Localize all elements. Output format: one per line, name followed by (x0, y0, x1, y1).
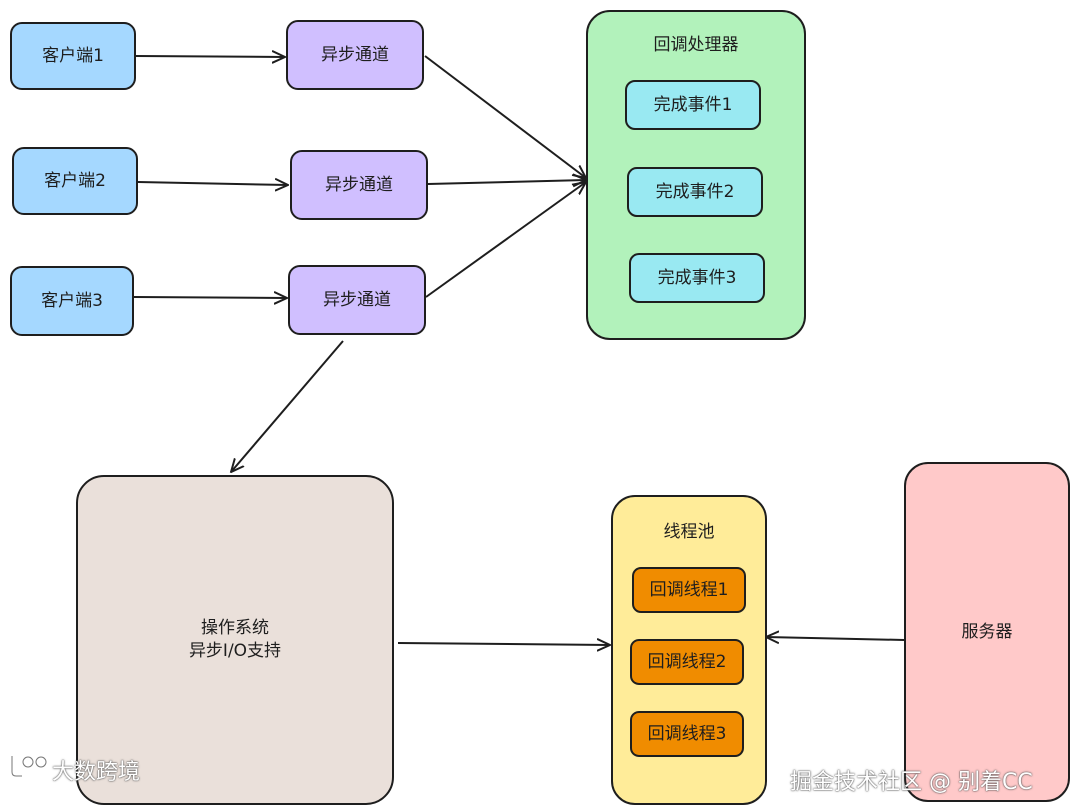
event-box-2: 完成事件2 (627, 167, 763, 217)
os-label-line1: 操作系统 (201, 618, 269, 639)
connector-layer (133, 0, 905, 787)
thread-box-2: 回调线程2 (630, 639, 744, 685)
channel-box-2: 异步通道 (290, 150, 428, 220)
arrow-client3-to-channel3 (133, 297, 287, 298)
channel-box-1: 异步通道 (286, 20, 424, 90)
channel-label: 异步通道 (325, 174, 393, 195)
arrow-channel2-to-handler (427, 180, 586, 184)
client-label: 客户端3 (41, 290, 103, 311)
event-box-1: 完成事件1 (625, 80, 761, 130)
arrow-client1-to-channel1 (135, 56, 285, 57)
os-async-io-box: 操作系统 异步I/O支持 (76, 475, 394, 805)
thread-label: 回调线程3 (647, 723, 727, 744)
thread-label: 回调线程2 (647, 651, 727, 672)
client-box-2: 客户端2 (12, 147, 138, 215)
client-label: 客户端1 (42, 45, 104, 66)
client-label: 客户端2 (44, 170, 106, 191)
thread-box-3: 回调线程3 (630, 711, 744, 757)
arrow-client2-to-channel2 (137, 182, 288, 185)
arrow-channel3-to-handler (425, 182, 586, 298)
event-label: 完成事件3 (657, 267, 737, 288)
channel-box-3: 异步通道 (288, 265, 426, 335)
callback-handler-container: 回调处理器 (586, 10, 806, 340)
event-label: 完成事件1 (653, 94, 733, 115)
thread-box-1: 回调线程1 (632, 567, 746, 613)
event-box-3: 完成事件3 (629, 253, 765, 303)
arrow-os-to-threadpool (397, 643, 610, 645)
channel-label: 异步通道 (323, 289, 391, 310)
server-label: 服务器 (961, 621, 1013, 642)
arrow-channel1-to-handler (424, 55, 586, 178)
client-box-1: 客户端1 (10, 22, 136, 90)
arrow-server-to-threadpool (766, 637, 905, 640)
event-label: 完成事件2 (655, 181, 735, 202)
os-label-line2: 异步I/O支持 (188, 641, 282, 661)
watermark-right: 掘金技术社区 @ 别着CC (790, 770, 1033, 795)
channel-label: 异步通道 (321, 44, 389, 65)
arrow-channel3-to-os (231, 340, 344, 472)
callback-handler-title: 回调处理器 (653, 35, 739, 55)
thread-pool-title: 线程池 (663, 522, 715, 542)
client-box-3: 客户端3 (10, 266, 134, 336)
thread-label: 回调线程1 (649, 579, 729, 600)
watermark-left: 大数跨境 (52, 760, 141, 785)
server-box: 服务器 (904, 462, 1070, 802)
watermark-logo-icon (10, 755, 48, 778)
